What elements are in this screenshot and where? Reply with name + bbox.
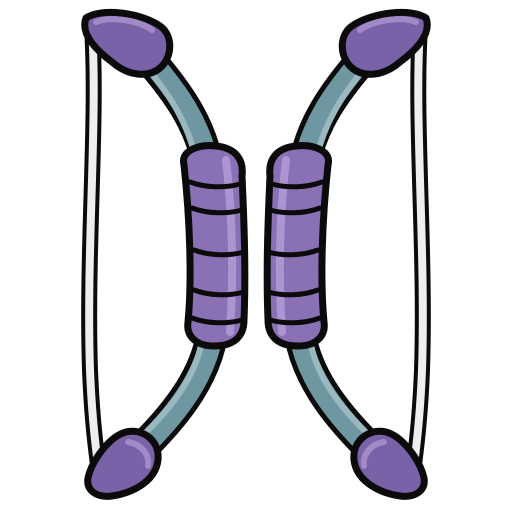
left-bow xyxy=(85,12,245,496)
right-bow xyxy=(267,12,427,496)
